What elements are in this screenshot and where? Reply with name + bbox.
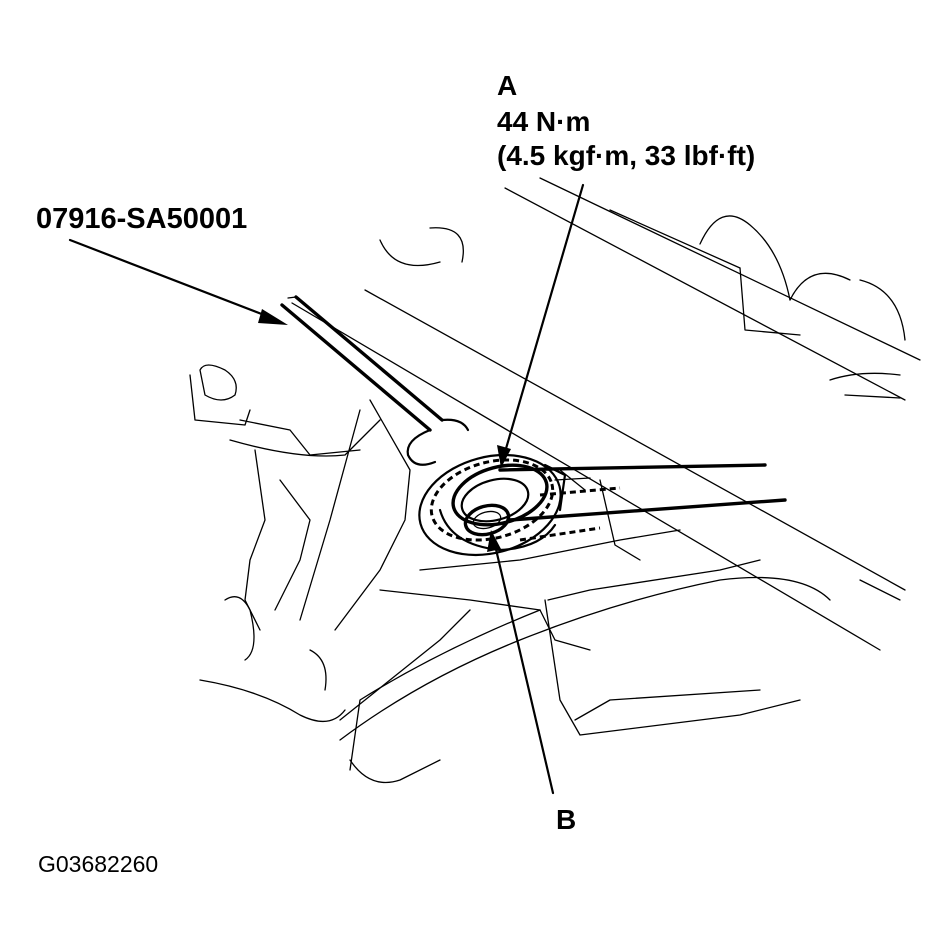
callout-a-torque-alt: (4.5 kgf·m, 33 lbf·ft) xyxy=(497,140,756,171)
a-leader-arrowhead xyxy=(497,445,511,468)
tool-leader-line xyxy=(68,238,274,320)
lower-body-lines xyxy=(339,529,901,784)
tool-part-number: 07916-SA50001 xyxy=(36,203,248,235)
spindle-nut-assembly xyxy=(418,453,591,557)
a-leader-line xyxy=(503,183,585,454)
b-leader-arrowhead xyxy=(487,530,501,552)
callout-a-letter: A xyxy=(497,70,518,101)
suspension-arm xyxy=(189,364,471,722)
figure-code: G03682260 xyxy=(38,851,159,877)
leader-lines xyxy=(68,183,585,795)
vehicle-frame-lines xyxy=(291,177,921,651)
callout-a-torque: 44 N·m xyxy=(497,106,591,137)
b-leader-line xyxy=(493,543,555,795)
special-tool-wrench xyxy=(280,295,787,561)
callout-b-letter: B xyxy=(556,804,577,835)
tool-leader-arrowhead xyxy=(258,309,288,325)
